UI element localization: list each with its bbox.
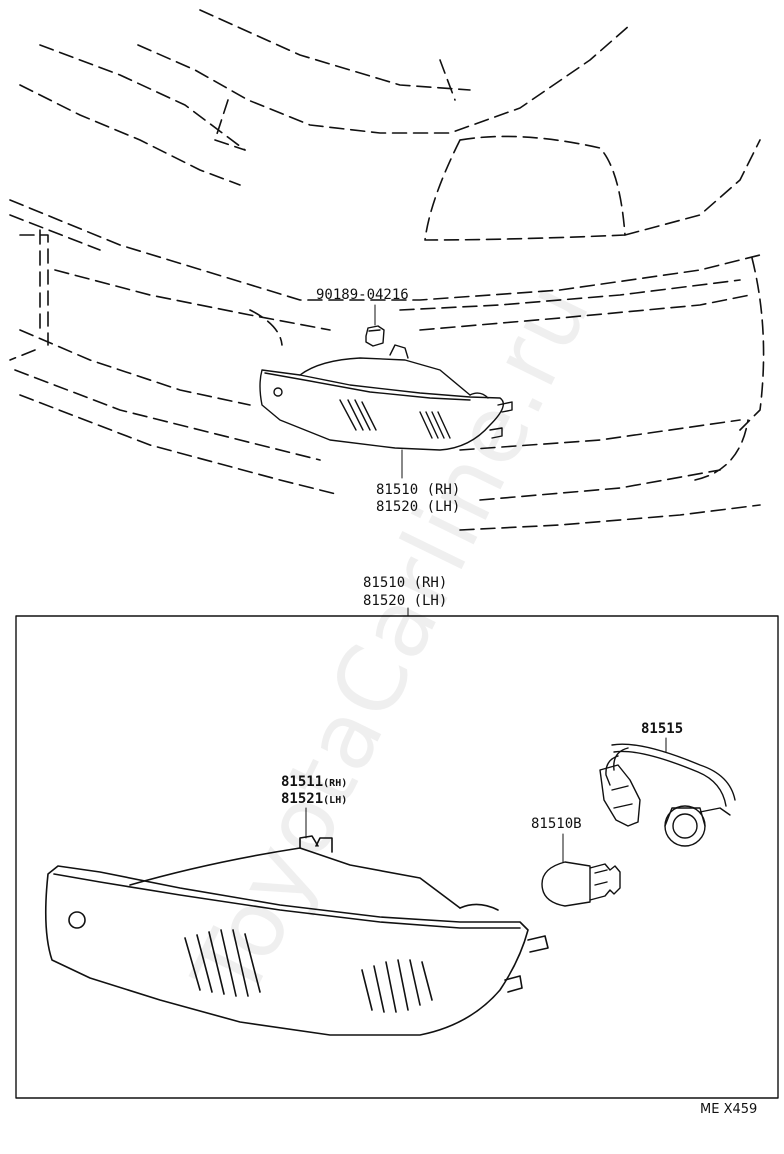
bulb-part bbox=[541, 861, 621, 907]
lens-lh-suffix: (LH) bbox=[323, 795, 348, 806]
detail-frame bbox=[15, 615, 779, 1099]
lamp-assy-lh-label: 81520 (LH) bbox=[376, 499, 461, 515]
lens-rh-label: 81511(RH) bbox=[281, 774, 347, 792]
clip-part bbox=[365, 325, 385, 347]
lamp-assy-rh-label: 81510 (RH) bbox=[376, 482, 461, 498]
socket-part bbox=[599, 743, 736, 847]
lens-rh-number: 81511 bbox=[281, 774, 324, 790]
car-body-outline bbox=[9, 9, 765, 531]
lens-lh-number: 81521 bbox=[281, 791, 324, 807]
bulb-label: 81510B bbox=[531, 816, 582, 832]
socket-label: 81515 bbox=[641, 721, 684, 737]
lens-rh-suffix: (RH) bbox=[323, 778, 348, 789]
detail-header-lh-label: 81520 (LH) bbox=[363, 593, 448, 609]
clip-part-label: 90189-04216 bbox=[316, 287, 409, 303]
turn-signal-lamp-small bbox=[259, 344, 513, 451]
diagram-code: ME X459 bbox=[700, 1102, 758, 1117]
detail-header-rh-label: 81510 (RH) bbox=[363, 575, 448, 591]
lens-lh-label: 81521(LH) bbox=[281, 791, 347, 809]
